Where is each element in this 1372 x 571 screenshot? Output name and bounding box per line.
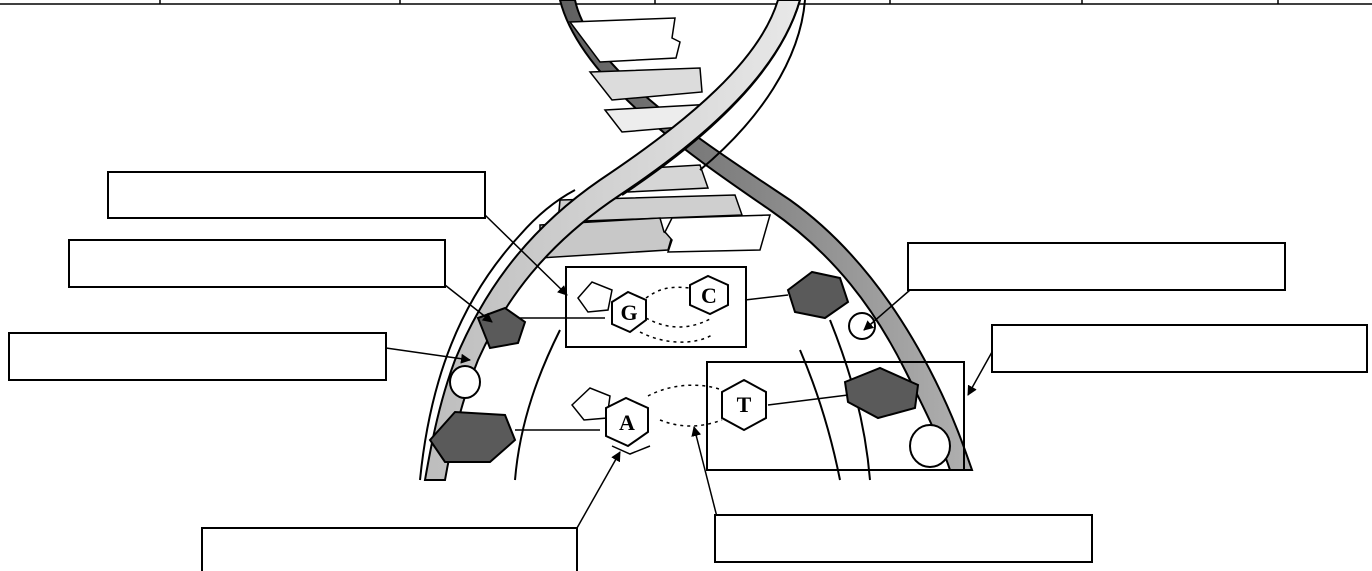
circle-right-upper [849, 313, 875, 339]
label-box-1[interactable] [108, 172, 485, 218]
arrow-label-5 [968, 352, 992, 395]
arrow-label-7 [694, 427, 717, 517]
top-table-border [0, 0, 1372, 4]
gc-sugar-pentagon [578, 282, 612, 312]
phosphate-right-upper [788, 272, 848, 318]
arrow-label-6 [577, 452, 620, 528]
label-box-6[interactable] [202, 528, 577, 571]
base-letter-a: A [619, 410, 635, 435]
base-pair-gc: G C [520, 267, 788, 347]
label-box-5[interactable] [992, 325, 1367, 372]
circle-right-lower [910, 425, 950, 467]
label-box-4[interactable] [908, 243, 1285, 290]
circle-left [450, 366, 480, 398]
base-letter-g: G [620, 300, 637, 325]
label-box-7[interactable] [715, 515, 1092, 562]
base-letter-t: T [737, 392, 752, 417]
label-box-2[interactable] [69, 240, 445, 287]
label-box-3[interactable] [9, 333, 386, 380]
base-letter-c: C [701, 283, 717, 308]
at-sugar-pentagon [572, 388, 610, 420]
